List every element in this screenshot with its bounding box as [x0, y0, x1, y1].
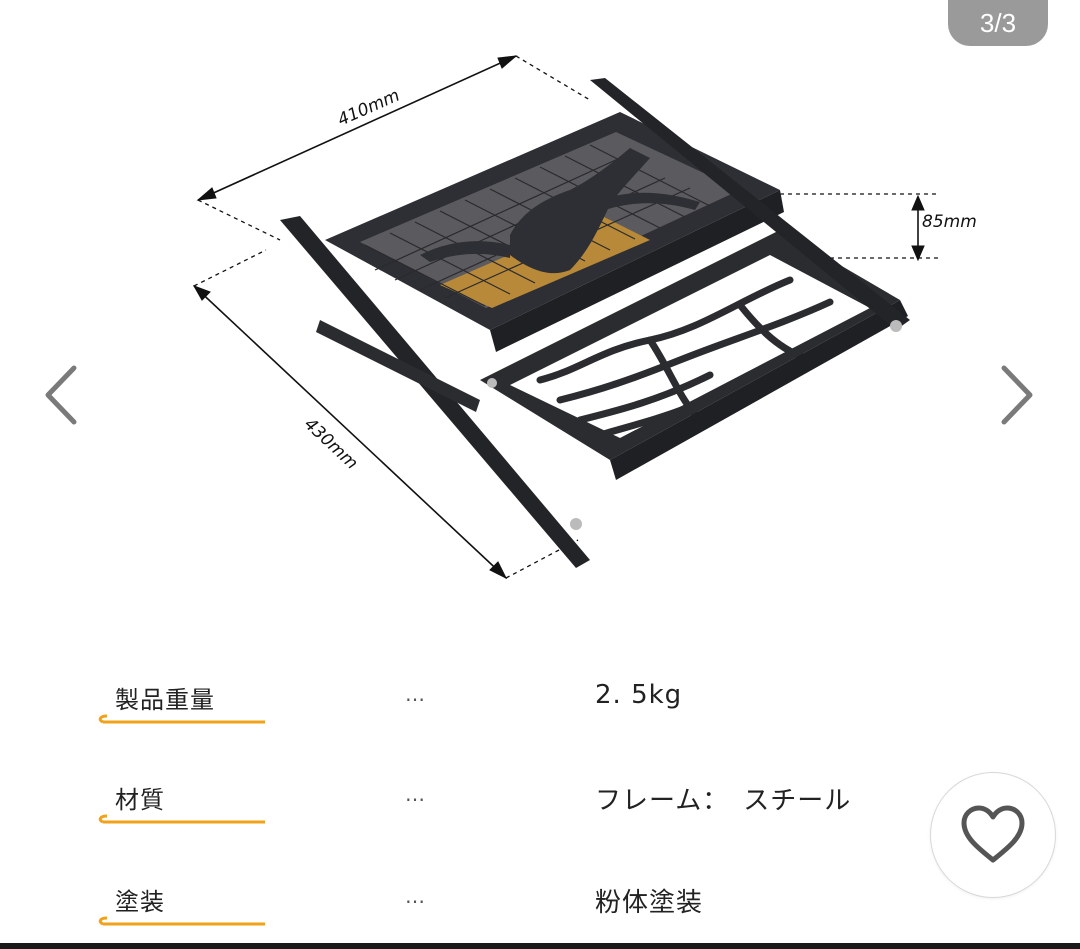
- chevron-left-icon: [45, 365, 77, 425]
- label-underline: [98, 714, 265, 724]
- spec-row-weight: 製品重量 … 2. 5kg: [95, 680, 895, 724]
- chevron-right-icon: [1001, 365, 1033, 425]
- spec-label: 製品重量: [115, 686, 215, 714]
- spec-row-coating: 塗装 … 粉体塗装: [95, 882, 895, 926]
- next-image-button[interactable]: [996, 360, 1036, 430]
- spec-separator: …: [405, 884, 425, 908]
- spec-label: 塗装: [115, 888, 165, 916]
- spec-label: 材質: [115, 786, 165, 814]
- spec-separator: …: [405, 682, 425, 706]
- label-underline: [98, 916, 265, 926]
- spec-value: 2. 5kg: [595, 680, 683, 710]
- product-illustration: [192, 55, 940, 580]
- spec-value: 粉体塗装: [595, 888, 704, 918]
- product-image: 410mm 430mm 85mm: [180, 40, 977, 600]
- heart-icon: [961, 805, 1025, 863]
- label-underline: [98, 814, 265, 824]
- bottom-divider: [0, 943, 1080, 949]
- spec-row-material: 材質 … フレーム： スチール: [95, 780, 895, 824]
- image-counter: 3/3: [948, 0, 1048, 46]
- spec-value: フレーム： スチール: [595, 786, 852, 816]
- previous-image-button[interactable]: [42, 360, 82, 430]
- height-dimension-label: 85mm: [922, 212, 977, 232]
- favorite-button[interactable]: [930, 772, 1056, 898]
- spec-separator: …: [405, 782, 425, 806]
